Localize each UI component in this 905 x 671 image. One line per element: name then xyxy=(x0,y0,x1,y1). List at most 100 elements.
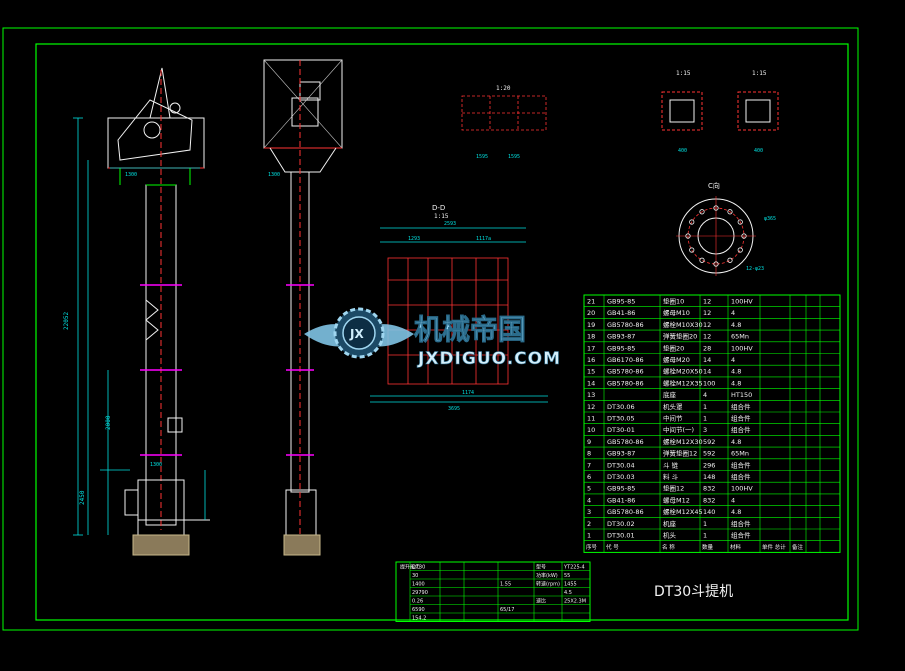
bom-cell-name: 螺栓M12X35 xyxy=(663,378,703,387)
bom-cell-name: 机头 xyxy=(663,531,677,540)
bom-cell-name: 螺栓M20X50 xyxy=(663,367,703,376)
dim-left-bottom: 2450 xyxy=(79,490,86,505)
bom-cell-no: 2 xyxy=(587,520,591,528)
spec-cell: 29790 xyxy=(412,590,428,596)
bom-cell-mat: HT150 xyxy=(731,391,752,399)
flange-holes-label: 12-φ23 xyxy=(746,266,764,272)
foundation xyxy=(132,534,190,556)
head-cone xyxy=(149,67,171,119)
spec-cell: 转速(rpm) xyxy=(536,581,560,588)
bom-cell-code: DT30.02 xyxy=(607,520,635,528)
bom-cell-qty: 12 xyxy=(703,321,711,329)
bom-cell-code: GB95-85 xyxy=(607,298,635,306)
bom-cell-no: 14 xyxy=(587,379,595,387)
bom-cell-qty: 592 xyxy=(703,438,715,446)
bom-header-name: 名 称 xyxy=(662,543,675,551)
bom-cell-mat: 4.8 xyxy=(731,379,741,387)
spec-cell: 25X2.3M xyxy=(564,599,586,605)
bom-cell-code: DT30.06 xyxy=(607,403,635,411)
bom-cell-no: 3 xyxy=(587,508,591,516)
bom-cell-mat: 65Mn xyxy=(731,450,749,458)
watermark-logo: JX xyxy=(304,307,414,359)
bom-cell-mat: 组合件 xyxy=(731,414,751,423)
bom-cell-mat: 4.8 xyxy=(731,508,741,516)
watermark-title: 机械帝国 xyxy=(414,313,526,346)
bom-header-qty: 数量 xyxy=(702,543,714,551)
spec-cell: 功率(kW) xyxy=(536,572,558,579)
spec-cell: 0.26 xyxy=(412,599,423,605)
bom-cell-no: 7 xyxy=(587,461,591,469)
bom-cell-mat: 组合件 xyxy=(731,519,751,528)
section-top-width: 2593 xyxy=(444,221,456,227)
bom-cell-qty: 28 xyxy=(703,344,711,352)
bom-cell-qty: 1 xyxy=(703,520,707,528)
bom-cell-no: 13 xyxy=(587,391,595,399)
bom-cell-no: 11 xyxy=(587,415,595,423)
section-seg-2: 1117a xyxy=(476,236,491,242)
bom-cell-name: 垫圈20 xyxy=(663,343,684,352)
spec-cell: 154.2 xyxy=(412,616,426,622)
bom-cell-code: GB5780-86 xyxy=(607,321,644,329)
round-flange xyxy=(676,196,756,276)
bolt-hole xyxy=(713,205,719,211)
bom-cell-no: 21 xyxy=(587,298,595,306)
outer-frame xyxy=(2,27,859,631)
dim-left-seg: 2000 xyxy=(105,415,112,430)
bom-cell-code: DT30.03 xyxy=(607,473,635,481)
plan-scale: 1:20 xyxy=(496,85,511,92)
bom-cell-qty: 12 xyxy=(703,333,711,341)
flange-view-b xyxy=(737,91,779,131)
spec-cell: 提升能力 xyxy=(400,564,420,571)
bom-cell-code: GB41-86 xyxy=(607,309,635,317)
dim-side-width: 1300 xyxy=(268,172,280,178)
bom-cell-no: 17 xyxy=(587,344,595,352)
bom-header-mass: 单件 总计 xyxy=(762,543,786,551)
bom-cell-mat: 组合件 xyxy=(731,472,751,481)
bolt-hole xyxy=(727,257,733,263)
drawing-title: DT30斗提机 xyxy=(654,584,733,600)
top-plan-view xyxy=(461,95,547,131)
bom-cell-no: 1 xyxy=(587,532,591,540)
bom-cell-no: 5 xyxy=(587,485,591,493)
bom-cell-code: DT30.05 xyxy=(607,415,635,423)
left-dimensions xyxy=(73,117,206,536)
bolt-hole xyxy=(689,219,695,225)
bom-cell-code: DT30-01 xyxy=(607,426,635,434)
bom-cell-mat: 组合件 xyxy=(731,460,751,469)
bolt-hole xyxy=(699,209,705,215)
spec-cell: 速比 xyxy=(536,598,546,605)
flange-b-width: 400 xyxy=(754,148,763,154)
bom-cell-no: 4 xyxy=(587,496,591,504)
bolt-hole xyxy=(737,219,743,225)
spec-mid-value: 65/17 xyxy=(500,607,514,613)
bom-cell-qty: 3 xyxy=(703,426,707,434)
bom-cell-name: 螺母M20 xyxy=(663,355,690,364)
flange-pitch-dia: φ365 xyxy=(764,216,776,222)
bom-cell-code: GB93-87 xyxy=(607,450,635,458)
bom-header-mat: 材料 xyxy=(730,543,742,551)
flange-a-width: 400 xyxy=(678,148,687,154)
spec-border xyxy=(395,561,591,622)
bom-cell-qty: 100 xyxy=(703,379,715,387)
bom-cell-mat: 组合件 xyxy=(731,425,751,434)
bom-cell-mat: 4 xyxy=(731,309,735,317)
bom-cell-name: 螺母M12 xyxy=(663,495,690,504)
bom-cell-mat: 65Mn xyxy=(731,333,749,341)
bom-cell-qty: 12 xyxy=(703,298,711,306)
bom-cell-name: 螺栓M12X45 xyxy=(663,507,703,516)
flange-view-label: C向 xyxy=(708,181,720,190)
bom-cell-qty: 1 xyxy=(703,532,707,540)
bom-cell-no: 18 xyxy=(587,333,595,341)
bolt-hole xyxy=(737,247,743,253)
bom-cell-mat: 4.8 xyxy=(731,321,741,329)
bom-cell-no: 20 xyxy=(587,309,595,317)
dim-left-height: 22052 xyxy=(63,312,70,330)
section-label: D-D xyxy=(432,204,445,212)
bom-cell-name: 底座 xyxy=(663,390,677,399)
bom-cell-code: GB95-85 xyxy=(607,344,635,352)
spec-cell: 1400 xyxy=(412,582,425,588)
bom-cell-name: 螺母M10 xyxy=(663,308,690,317)
